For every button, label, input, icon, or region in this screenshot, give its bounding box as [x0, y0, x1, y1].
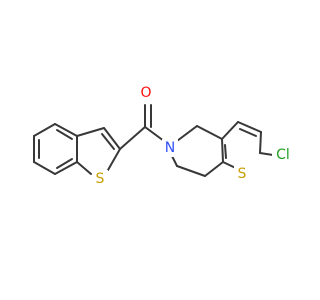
molecule-structure: O N S S Cl [33, 84, 296, 188]
sulfur-label-left: S [96, 171, 105, 187]
nitrogen-label: N [165, 140, 175, 156]
atom-labels: O N S S Cl [92, 84, 296, 188]
benzothiophene-thiophene-ring [76, 127, 121, 175]
benzene-ring [33, 123, 78, 175]
sulfur-label-right: S [238, 166, 247, 182]
tetrahydro-ring [170, 125, 224, 177]
oxygen-label: O [140, 85, 151, 101]
molecule-canvas: O N S S Cl [33, 84, 296, 188]
chlorine-label: Cl [276, 147, 290, 163]
carbonyl-group [119, 104, 165, 150]
chlorothiophene-ring [221, 121, 274, 172]
